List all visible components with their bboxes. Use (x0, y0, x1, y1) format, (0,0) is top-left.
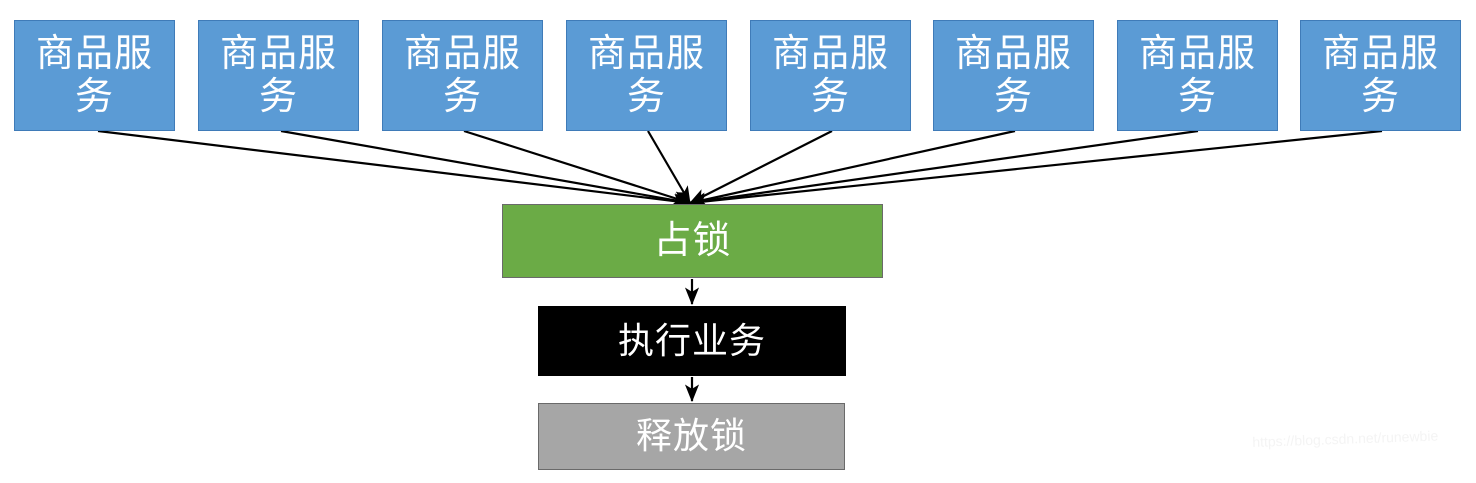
watermark-text: https://blog.csdn.net/runewbie (1252, 427, 1439, 450)
edge-service-8-to-lock (688, 129, 1383, 209)
service-node-2[interactable]: 商品服务 (198, 20, 359, 131)
service-node-5[interactable]: 商品服务 (750, 20, 911, 131)
lock-acquire-label: 占锁 (653, 219, 732, 262)
service-node-3[interactable]: 商品服务 (382, 20, 543, 131)
edge-service-5-to-lock (689, 130, 833, 204)
lock-acquire-node[interactable]: 占锁 (502, 204, 883, 278)
edge-service-2-to-lock (280, 129, 692, 208)
service-node-8[interactable]: 商品服务 (1300, 20, 1461, 131)
lock-release-node[interactable]: 释放锁 (538, 403, 845, 470)
edge-service-3-to-lock (463, 129, 692, 205)
service-node-label: 商品服务 (219, 32, 337, 118)
edge-service-4-to-lock (647, 130, 691, 204)
service-node-6[interactable]: 商品服务 (933, 20, 1094, 131)
service-node-4[interactable]: 商品服务 (566, 20, 727, 131)
edge-service-1-to-lock (97, 129, 692, 208)
execute-business-node[interactable]: 执行业务 (538, 306, 846, 376)
service-node-label: 商品服务 (954, 32, 1072, 118)
service-node-label: 商品服务 (1321, 32, 1439, 118)
edge-service-7-to-lock (688, 129, 1199, 208)
service-node-1[interactable]: 商品服务 (14, 20, 175, 131)
service-node-label: 商品服务 (403, 32, 521, 118)
service-node-label: 商品服务 (771, 32, 889, 118)
service-node-label: 商品服务 (587, 32, 705, 118)
service-node-label: 商品服务 (1138, 32, 1256, 118)
edge-service-6-to-lock (688, 129, 1016, 207)
service-node-7[interactable]: 商品服务 (1117, 20, 1278, 131)
execute-business-label: 执行业务 (617, 319, 766, 361)
lock-release-label: 释放锁 (635, 415, 747, 457)
service-node-label: 商品服务 (35, 32, 153, 118)
service-to-lock-edges (97, 129, 1383, 209)
